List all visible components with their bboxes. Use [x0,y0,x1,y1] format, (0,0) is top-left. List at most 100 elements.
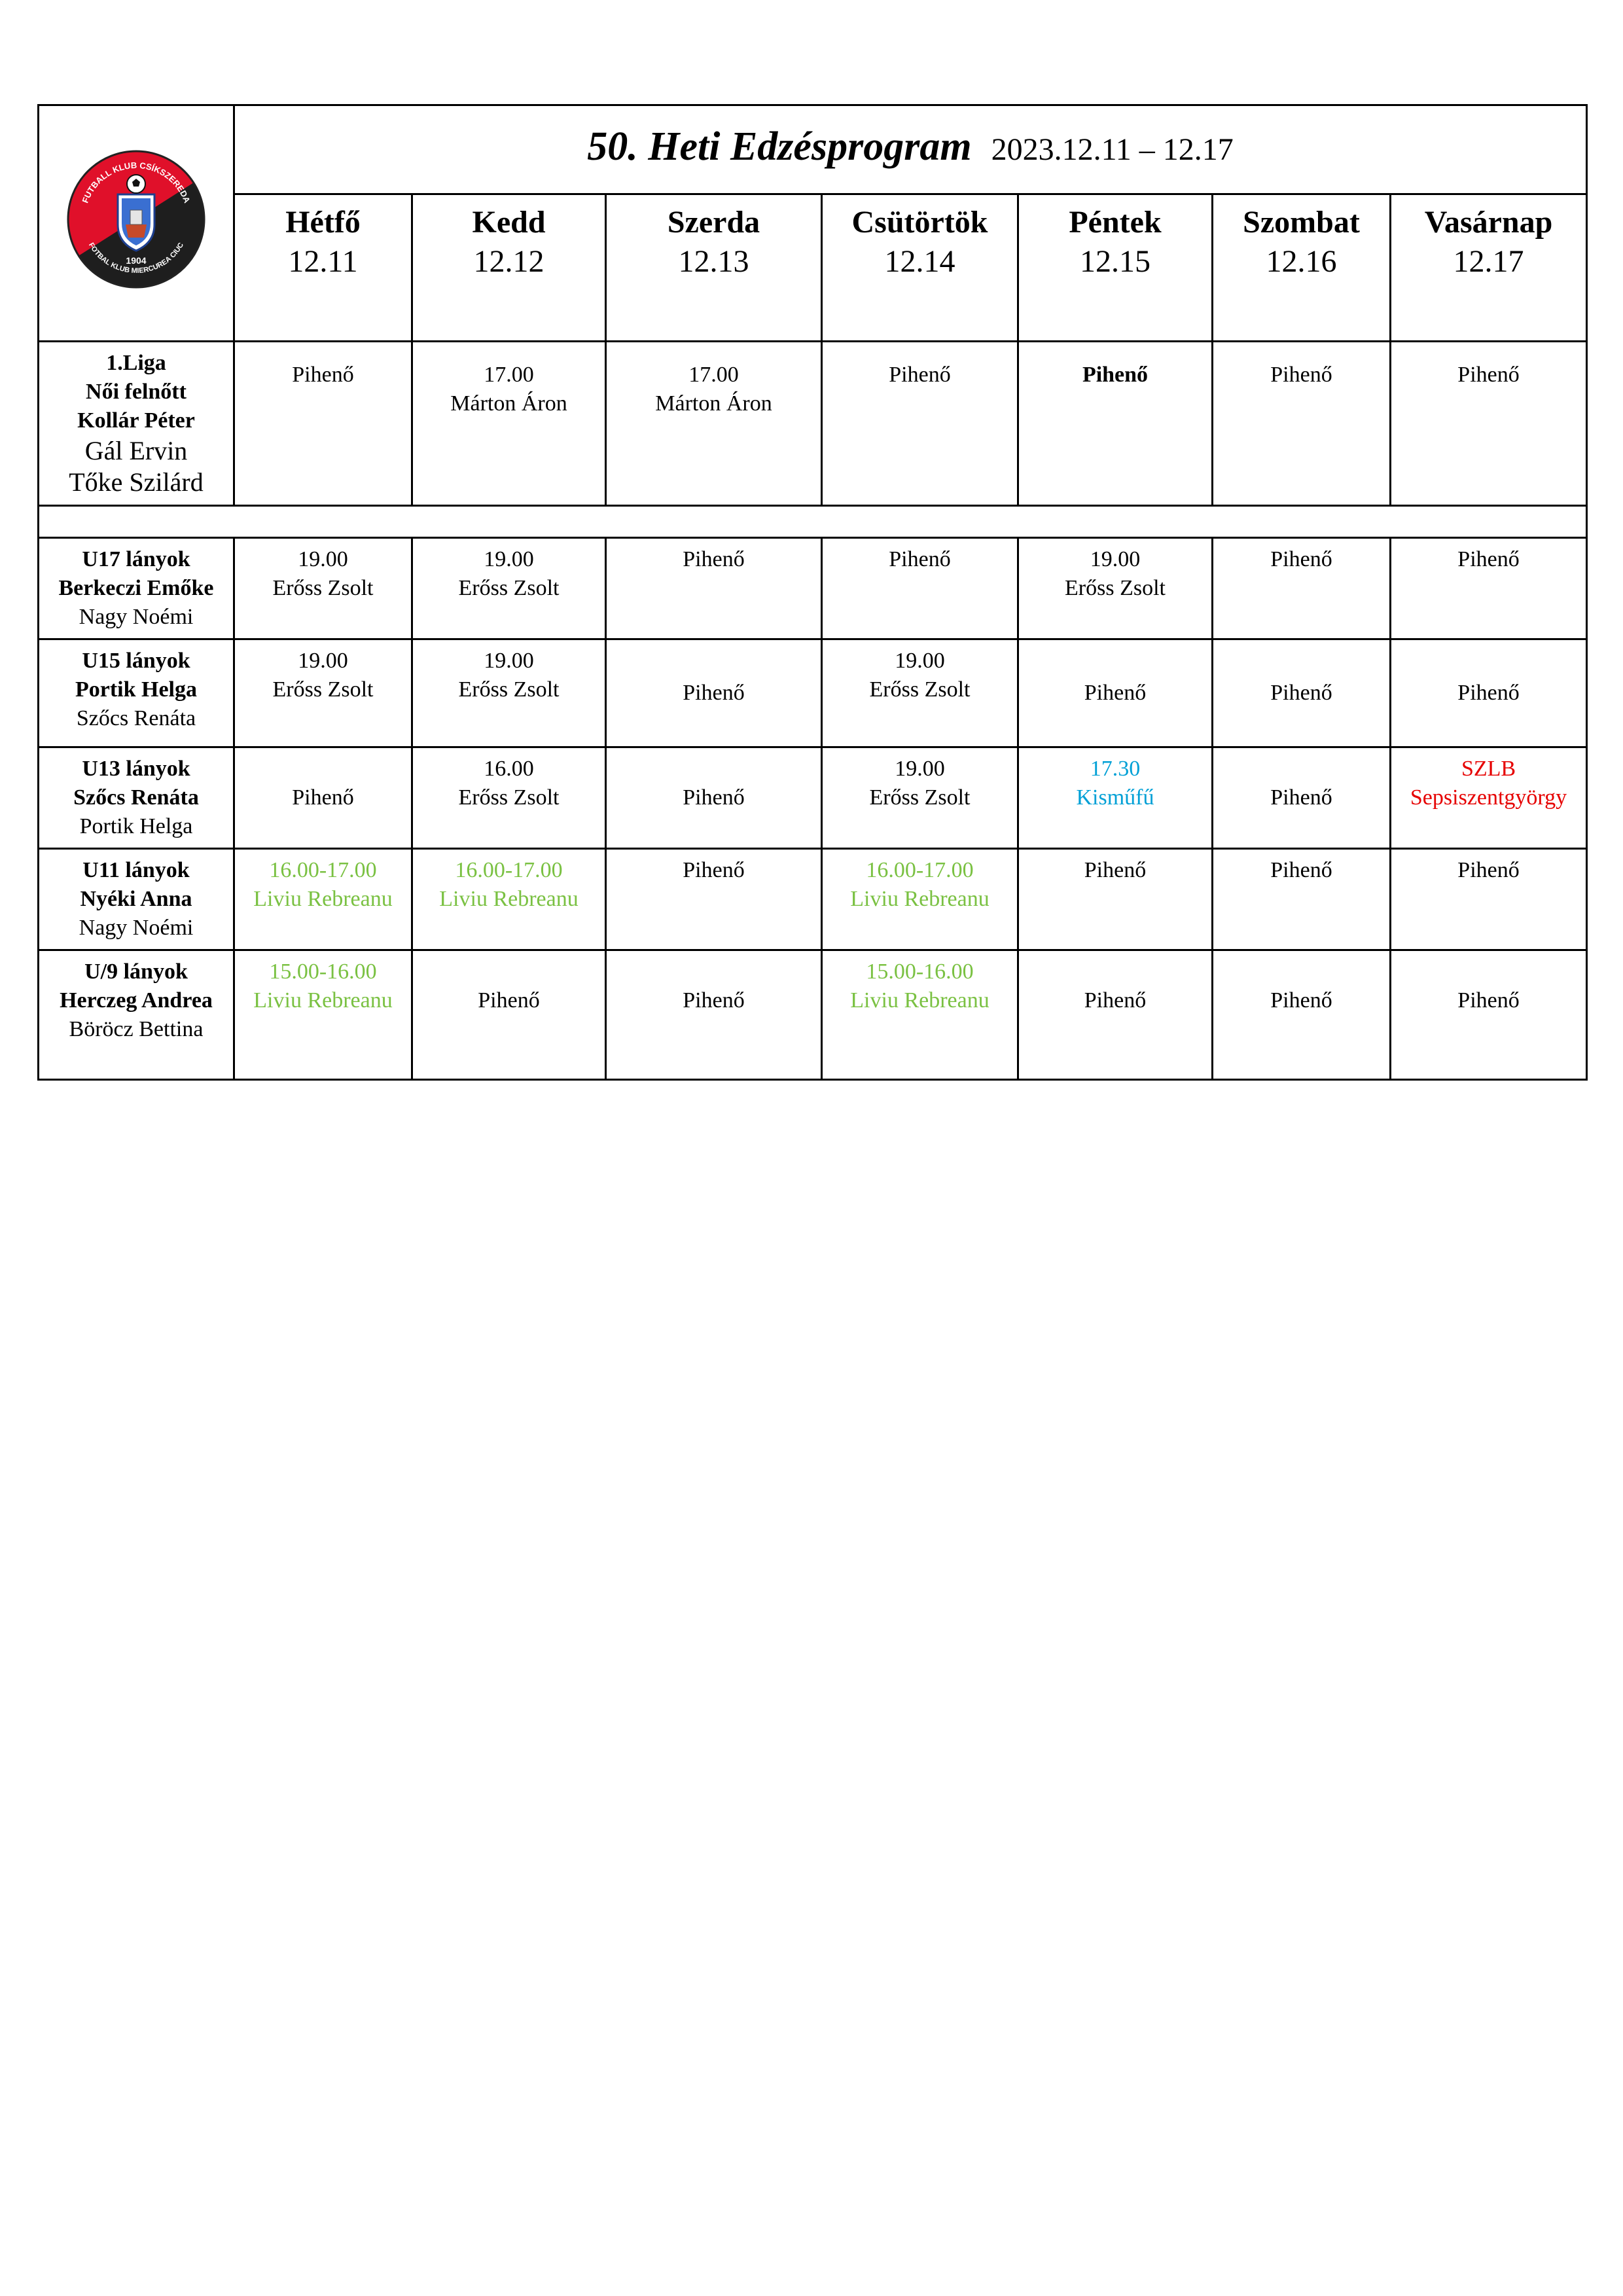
day-date: 12.13 [678,244,749,279]
team-label: U17 lányok Berkeczi Emőke Nagy Noémi [37,537,235,640]
cell-text: Pihenő [683,988,745,1013]
coach-name: Nagy Noémi [79,916,194,940]
schedule-cell: Pihenő [821,340,1019,507]
cell-location: Erőss Zsolt [1065,576,1166,600]
cell-location: Erőss Zsolt [869,677,971,702]
team-name: U17 lányok [82,547,190,571]
coach-name: Nagy Noémi [79,605,194,629]
team-name: U11 lányok [82,858,190,882]
cell-time: 16.00 [484,757,534,781]
logo-year: 1904 [126,255,146,266]
cell-text: Pihenő [1084,858,1147,882]
schedule-cell: Pihenő [605,537,823,640]
team-label: U13 lányok Szőcs Renáta Portik Helga [37,746,235,850]
coach-name: Gál Ervin [84,436,188,465]
coach-name: Böröcz Bettina [69,1017,204,1041]
cell-text: Pihenő [1457,363,1520,387]
day-date: 12.16 [1266,244,1337,279]
coach-name: Portik Helga [75,677,198,702]
cell-text: Pihenő [683,547,745,571]
team-label: U11 lányok Nyéki Anna Nagy Noémi [37,848,235,951]
cell-time: 17.00 [484,363,534,387]
schedule-cell: Pihenő [1389,537,1588,640]
cell-location: Márton Áron [655,391,772,416]
table-row: U13 lányok Szőcs Renáta Portik Helga Pih… [37,746,1588,850]
cell-time: 16.00-17.00 [269,858,377,882]
cell-time: 16.00-17.00 [455,858,563,882]
coach-name: Nyéki Anna [80,887,192,911]
cell-location: Erőss Zsolt [272,677,374,702]
club-logo: FUTBALL KLUB CSÍKSZEREDA FOTBAL KLUB MIE… [67,150,205,289]
cell-location: Liviu Rebreanu [253,988,393,1013]
coach-name: Szőcs Renáta [73,785,199,810]
schedule-cell: Pihenő [1389,638,1588,748]
team-category: Női felnőtt [86,380,187,404]
schedule-cell: Pihenő [1017,949,1213,1081]
cell-time: 19.00 [1090,547,1141,571]
cell-time: 15.00-16.00 [866,960,974,984]
schedule-cell: Pihenő [233,746,413,850]
cell-location: Erőss Zsolt [458,576,560,600]
schedule-cell: Pihenő [233,340,413,507]
table-row: U11 lányok Nyéki Anna Nagy Noémi 16.00-1… [37,848,1588,951]
coach-name: Szőcs Renáta [76,706,196,730]
spacer-row [37,505,1588,539]
cell-text: Pihenő [1082,363,1149,387]
team-name: U13 lányok [82,757,190,781]
table-row: 1.Liga Női felnőtt Kollár Péter Gál Ervi… [37,340,1588,507]
day-date: 12.14 [884,244,955,279]
schedule-cell: Pihenő [1211,340,1391,507]
day-name: Vasárnap [1424,205,1553,240]
cell-location: Márton Áron [450,391,567,416]
schedule-cell: Pihenő [1211,848,1391,951]
cell-text: Pihenő [889,363,951,387]
cell-text: Pihenő [683,858,745,882]
cell-time: 19.00 [298,649,348,673]
cell-location: Erőss Zsolt [458,785,560,810]
coach-name: Herczeg Andrea [60,988,213,1013]
cell-text: Pihenő [1084,988,1147,1013]
cell-location: Liviu Rebreanu [439,887,579,911]
cell-time: 19.00 [895,757,945,781]
day-name: Kedd [472,205,546,240]
table-row: U17 lányok Berkeczi Emőke Nagy Noémi 19.… [37,537,1588,640]
cell-text: Pihenő [1270,547,1332,571]
schedule-cell: Pihenő [1389,848,1588,951]
day-name: Hétfő [285,205,361,240]
team-name: U15 lányok [82,649,190,673]
table-row: U/9 lányok Herczeg Andrea Böröcz Bettina… [37,949,1588,1081]
team-name: 1.Liga [106,351,166,375]
schedule-cell: Pihenő [605,638,823,748]
cell-text: Pihenő [1270,681,1332,705]
cell-text: Pihenő [1270,785,1332,810]
coach-name: Berkeczi Emőke [58,576,214,600]
cell-event: SZLB [1461,757,1516,781]
cell-text: Pihenő [1457,547,1520,571]
cell-time: 15.00-16.00 [269,960,377,984]
cell-text: Pihenő [1270,858,1332,882]
schedule-cell: Pihenő [1017,848,1213,951]
cell-location: Erőss Zsolt [458,677,560,702]
cell-text: Pihenő [1457,988,1520,1013]
cell-time: 17.00 [688,363,739,387]
cell-location: Erőss Zsolt [869,785,971,810]
team-label: U/9 lányok Herczeg Andrea Böröcz Bettina [37,949,235,1081]
schedule-cell: Pihenő [1211,537,1391,640]
cell-text: Pihenő [1457,858,1520,882]
